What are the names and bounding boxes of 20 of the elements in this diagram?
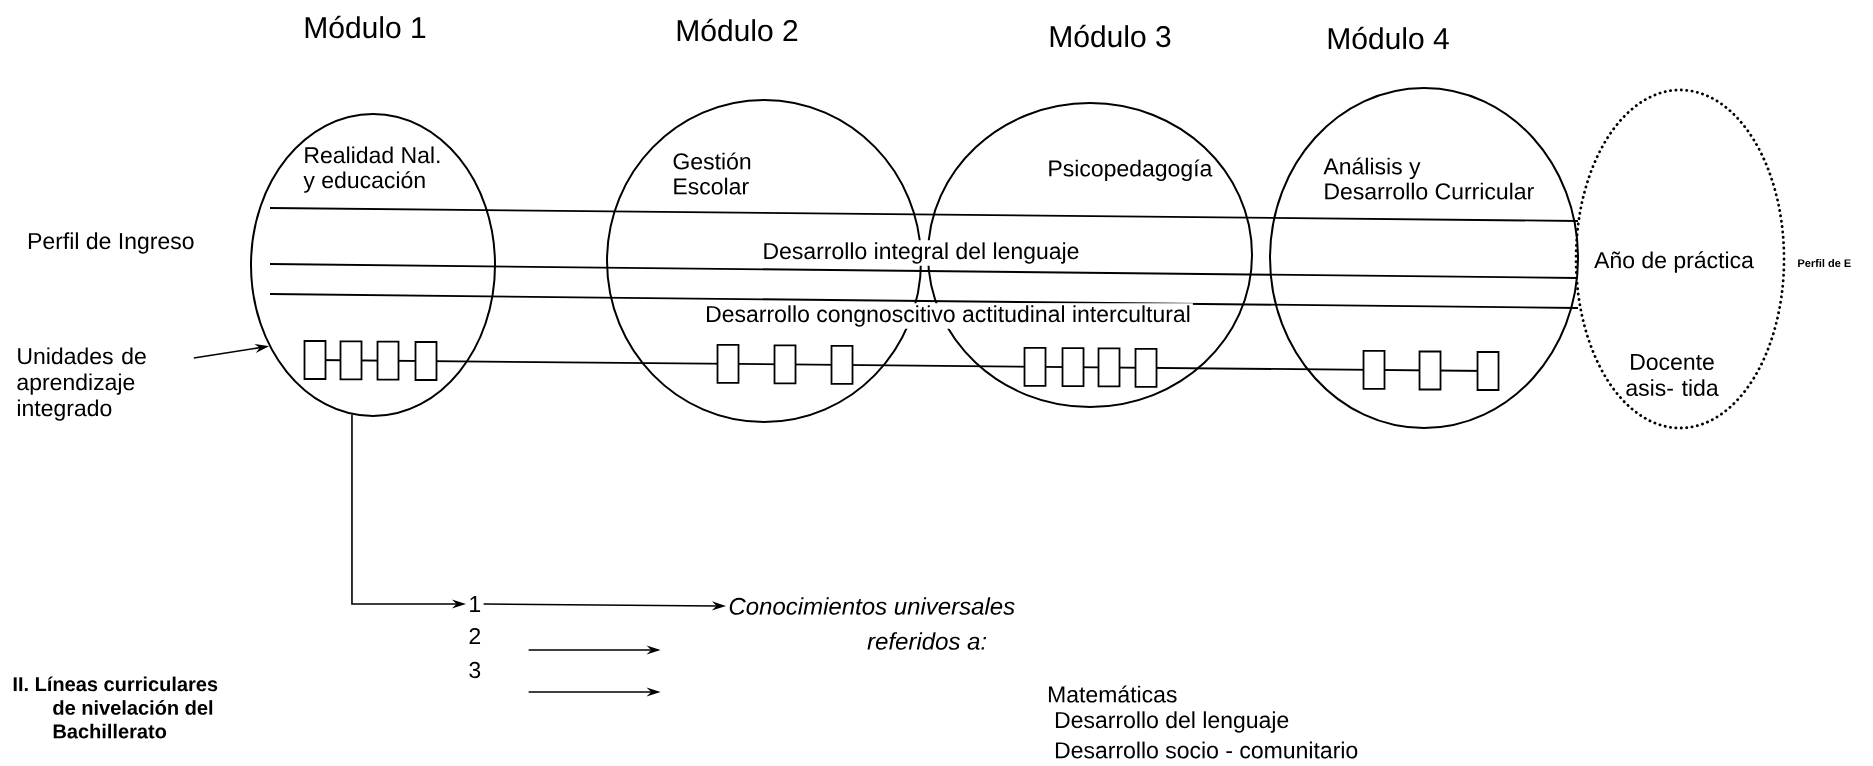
topic-label: referidos a: bbox=[867, 632, 987, 650]
side-label: Unidades de aprendizaje integrado bbox=[17, 347, 146, 421]
section-heading: II. Líneas curriculares de nivelación del Bachillerato bbox=[13, 676, 218, 739]
topic-label: Conocimientos universales bbox=[729, 597, 1015, 615]
node-label: Docente asis- tida bbox=[1626, 354, 1719, 397]
module-title: Módulo 1 bbox=[305, 15, 426, 39]
list-item: Desarrollo socio - comunitario bbox=[1055, 741, 1358, 759]
step-number: 1 bbox=[470, 596, 481, 612]
list-item: Matemáticas bbox=[1048, 685, 1177, 703]
side-note: Perfil de E bbox=[1798, 258, 1851, 268]
step-number: 3 bbox=[469, 661, 481, 679]
module-title: Módulo 2 bbox=[677, 18, 798, 42]
step-number: 2 bbox=[469, 628, 481, 645]
module-title: Módulo 3 bbox=[1050, 24, 1171, 48]
module-title: Módulo 4 bbox=[1328, 26, 1449, 50]
row-label: Perfil de Ingreso bbox=[28, 232, 194, 254]
list-item: Desarrollo del lenguaje bbox=[1055, 711, 1289, 733]
band-label: Desarrollo congnoscitivo actitudinal intercultural bbox=[703, 303, 1193, 329]
node-label: Año de práctica bbox=[1594, 251, 1754, 273]
band-label: Desarrollo integral del lenguaje bbox=[760, 240, 1082, 266]
